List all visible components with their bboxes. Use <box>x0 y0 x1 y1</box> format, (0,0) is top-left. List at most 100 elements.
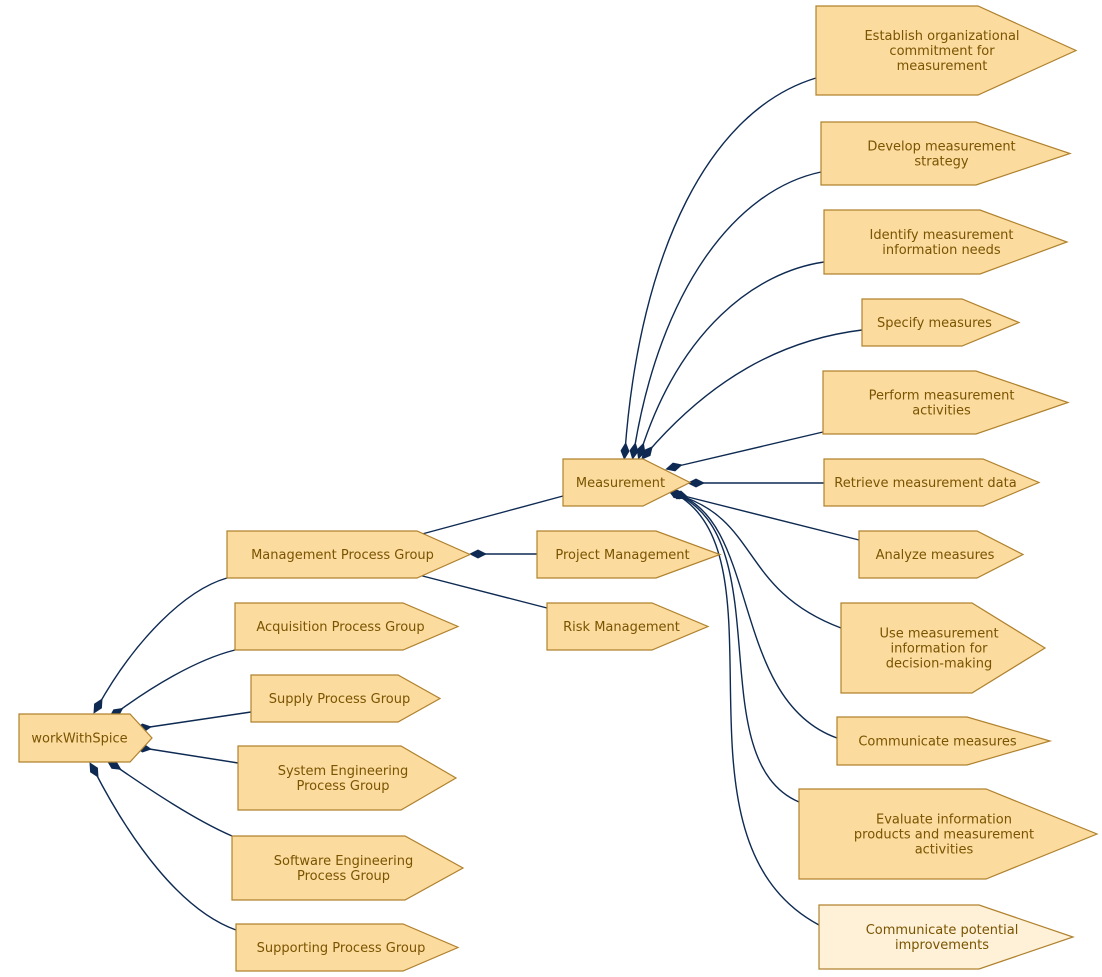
node-label: Project Management <box>555 548 689 563</box>
node-measurement[interactable]: Measurement <box>562 458 692 507</box>
node-label: Communicate measures <box>858 735 1016 750</box>
edge-line <box>675 493 838 739</box>
node-label: Risk Management <box>563 620 680 635</box>
node-analyze[interactable]: Analyze measures <box>858 530 1025 579</box>
node-label: Perform measurement <box>869 389 1015 404</box>
node-label: Establish organizational <box>864 29 1019 44</box>
node-shape <box>836 716 1053 766</box>
node-label: Develop measurement <box>867 140 1015 155</box>
edge-line <box>677 494 842 629</box>
node-label: Retrieve measurement data <box>834 476 1016 491</box>
node-label: information needs <box>882 243 1001 258</box>
node-communicate[interactable]: Communicate measures <box>836 716 1053 766</box>
node-label: products and measurement <box>854 828 1034 843</box>
node-label: Process Group <box>297 869 390 884</box>
node-risk[interactable]: Risk Management <box>546 602 710 651</box>
composition-diamond-icon <box>469 549 487 559</box>
node-label: decision-making <box>886 657 993 672</box>
node-shape <box>562 458 692 507</box>
node-shape <box>536 530 722 579</box>
node-label: Acquisition Process Group <box>256 620 424 635</box>
node-project[interactable]: Project Management <box>536 530 722 579</box>
node-acquisition[interactable]: Acquisition Process Group <box>234 602 460 651</box>
node-shape <box>858 530 1025 579</box>
edge-line <box>410 495 564 538</box>
node-retrieve[interactable]: Retrieve measurement data <box>823 458 1041 507</box>
node-label: workWithSpice <box>31 732 127 747</box>
node-label: Use measurement <box>879 627 998 642</box>
edge-line <box>113 764 233 837</box>
nodes-layer: workWithSpice Management Process GroupAcq… <box>18 5 1099 972</box>
node-label: strategy <box>914 155 969 170</box>
edge-workWithSpice-to-system <box>134 743 239 764</box>
node-shape <box>820 121 1072 186</box>
node-shape <box>822 370 1070 435</box>
node-label: Identify measurement <box>870 228 1014 243</box>
composition-diamond-icon <box>687 478 705 488</box>
composition-diamond-icon <box>636 442 646 460</box>
node-specify[interactable]: Specify measures <box>861 298 1021 347</box>
node-label: Software Engineering <box>274 854 413 869</box>
node-label: Supporting Process Group <box>257 941 426 956</box>
node-shape <box>231 835 465 901</box>
node-management[interactable]: Management Process Group <box>226 530 472 579</box>
node-label: Supply Process Group <box>269 692 410 707</box>
edge-line <box>679 494 860 541</box>
node-workWithSpice[interactable]: workWithSpice <box>18 713 153 763</box>
node-shape <box>18 713 153 763</box>
edge-measurement-to-identify <box>636 261 825 460</box>
node-shape <box>818 904 1075 970</box>
node-supporting[interactable]: Supporting Process Group <box>235 923 460 972</box>
edge-line <box>640 261 825 452</box>
edge-measurement-to-perform <box>665 431 824 472</box>
node-shape <box>840 602 1047 694</box>
edge-workWithSpice-to-software <box>106 760 233 837</box>
edge-line <box>675 493 820 926</box>
edge-line <box>142 711 252 729</box>
edge-line <box>633 171 822 452</box>
node-shape <box>235 923 460 972</box>
node-label: Management Process Group <box>251 548 434 563</box>
edges-layer <box>89 77 863 931</box>
edge-workWithSpice-to-management <box>93 577 228 714</box>
node-label: Process Group <box>296 779 389 794</box>
node-shape <box>546 602 710 651</box>
edge-workWithSpice-to-supply <box>134 711 252 733</box>
node-shape <box>250 674 442 723</box>
edge-workWithSpice-to-acquisition <box>108 649 236 719</box>
node-label: activities <box>915 843 974 858</box>
node-label: Analyze measures <box>876 548 995 563</box>
edge-line <box>675 493 800 803</box>
node-label: System Engineering <box>278 764 409 779</box>
edge-line <box>115 649 236 714</box>
edge-line <box>97 577 228 707</box>
edge-measurement-to-establish <box>620 77 817 460</box>
node-label: commitment for <box>889 44 995 59</box>
edge-line <box>93 769 237 931</box>
composition-diamond-icon <box>620 442 630 460</box>
composition-diamond-icon <box>665 462 683 472</box>
edge-measurement-to-retrieve <box>687 478 824 488</box>
edge-measurement-to-develop <box>629 171 822 460</box>
node-label: activities <box>912 404 971 419</box>
edge-line <box>624 77 817 452</box>
edge-measurement-to-specify <box>641 329 863 460</box>
edge-line <box>673 431 824 468</box>
composition-diamond-icon <box>629 442 639 460</box>
composition-diamond-icon <box>93 698 103 714</box>
node-label: Specify measures <box>877 316 992 331</box>
node-supply[interactable]: Supply Process Group <box>250 674 442 723</box>
node-shape <box>234 602 460 651</box>
node-shape <box>823 458 1041 507</box>
node-shape <box>815 5 1078 96</box>
